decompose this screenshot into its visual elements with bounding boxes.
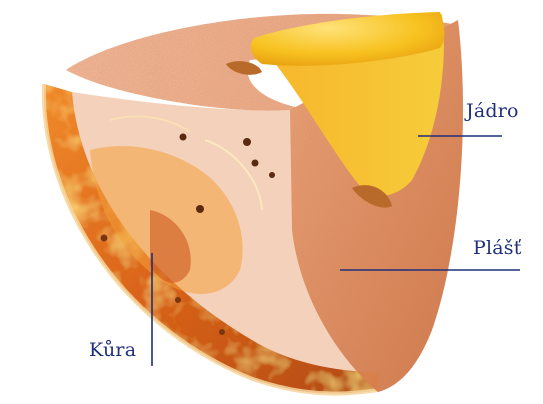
core-label: Jádro [466,100,519,122]
crust-label: Kůra [89,339,136,361]
mantle-label: Plášť [473,237,522,259]
